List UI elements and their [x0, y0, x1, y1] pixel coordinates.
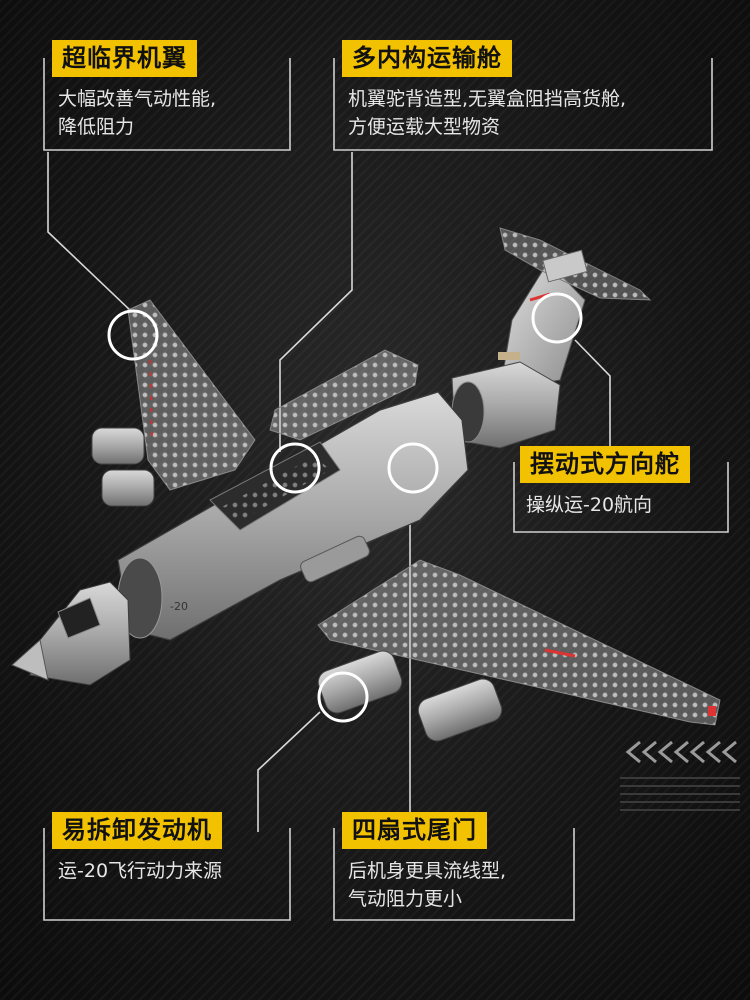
- callout-rudder-title: 摆动式方向舵: [520, 446, 690, 483]
- door-frame: [333, 828, 575, 921]
- callout-rudder-desc: 操纵运-20航向: [526, 491, 690, 519]
- callout-cargo-title: 多内构运输舱: [342, 40, 512, 77]
- decorative-stripes: [620, 777, 740, 811]
- callout-frames: [43, 58, 729, 921]
- callout-engine-desc: 运-20飞行动力来源: [58, 857, 222, 885]
- callout-wing-title: 超临界机翼: [52, 40, 197, 77]
- callout-cargo-desc: 机翼驼背造型,无翼盒阻挡高货舱, 方便运载大型物资: [348, 85, 626, 141]
- rudder-frame: [513, 462, 729, 533]
- callout-wing-line2: 降低阻力: [58, 116, 135, 138]
- callout-door-title: 四扇式尾门: [342, 812, 487, 849]
- callout-door: 四扇式尾门 后机身更具流线型, 气动阻力更小: [342, 812, 506, 913]
- wing-frame: [43, 58, 291, 151]
- left-engines: [91, 427, 155, 507]
- cargo-frame: [333, 58, 713, 151]
- nose-section: [11, 581, 131, 686]
- engine-frame: [43, 828, 291, 921]
- callout-door-line1: 后机身更具流线型,: [348, 860, 507, 882]
- cargo-roof-panel: [269, 349, 419, 441]
- callout-cargo-line1: 机翼驼背造型,无翼盒阻挡高货舱,: [348, 88, 627, 110]
- callout-rudder: 摆动式方向舵 操纵运-20航向: [520, 446, 690, 519]
- callout-rudder-line1: 操纵运-20航向: [526, 494, 653, 516]
- chevron-left-icon: [625, 740, 737, 764]
- callout-engine-line1: 运-20飞行动力来源: [58, 860, 223, 882]
- callout-door-line2: 气动阻力更小: [348, 888, 463, 910]
- highlight-rings: [107, 292, 583, 723]
- callout-cargo: 多内构运输舱 机翼驼背造型,无翼盒阻挡高货舱, 方便运载大型物资: [342, 40, 626, 141]
- svg-text:-20: -20: [170, 600, 188, 613]
- callout-wing: 超临界机翼 大幅改善气动性能, 降低阻力: [52, 40, 216, 141]
- callout-cargo-line2: 方便运载大型物资: [348, 116, 501, 138]
- callout-engine: 易拆卸发动机 运-20飞行动力来源: [52, 812, 222, 885]
- left-wing: [91, 299, 256, 507]
- callout-door-desc: 后机身更具流线型, 气动阻力更小: [348, 857, 506, 913]
- callout-wing-desc: 大幅改善气动性能, 降低阻力: [58, 85, 216, 141]
- right-wing: [317, 559, 721, 742]
- leader-lines: [47, 152, 611, 832]
- callout-wing-line1: 大幅改善气动性能,: [58, 88, 217, 110]
- callout-engine-title: 易拆卸发动机: [52, 812, 222, 849]
